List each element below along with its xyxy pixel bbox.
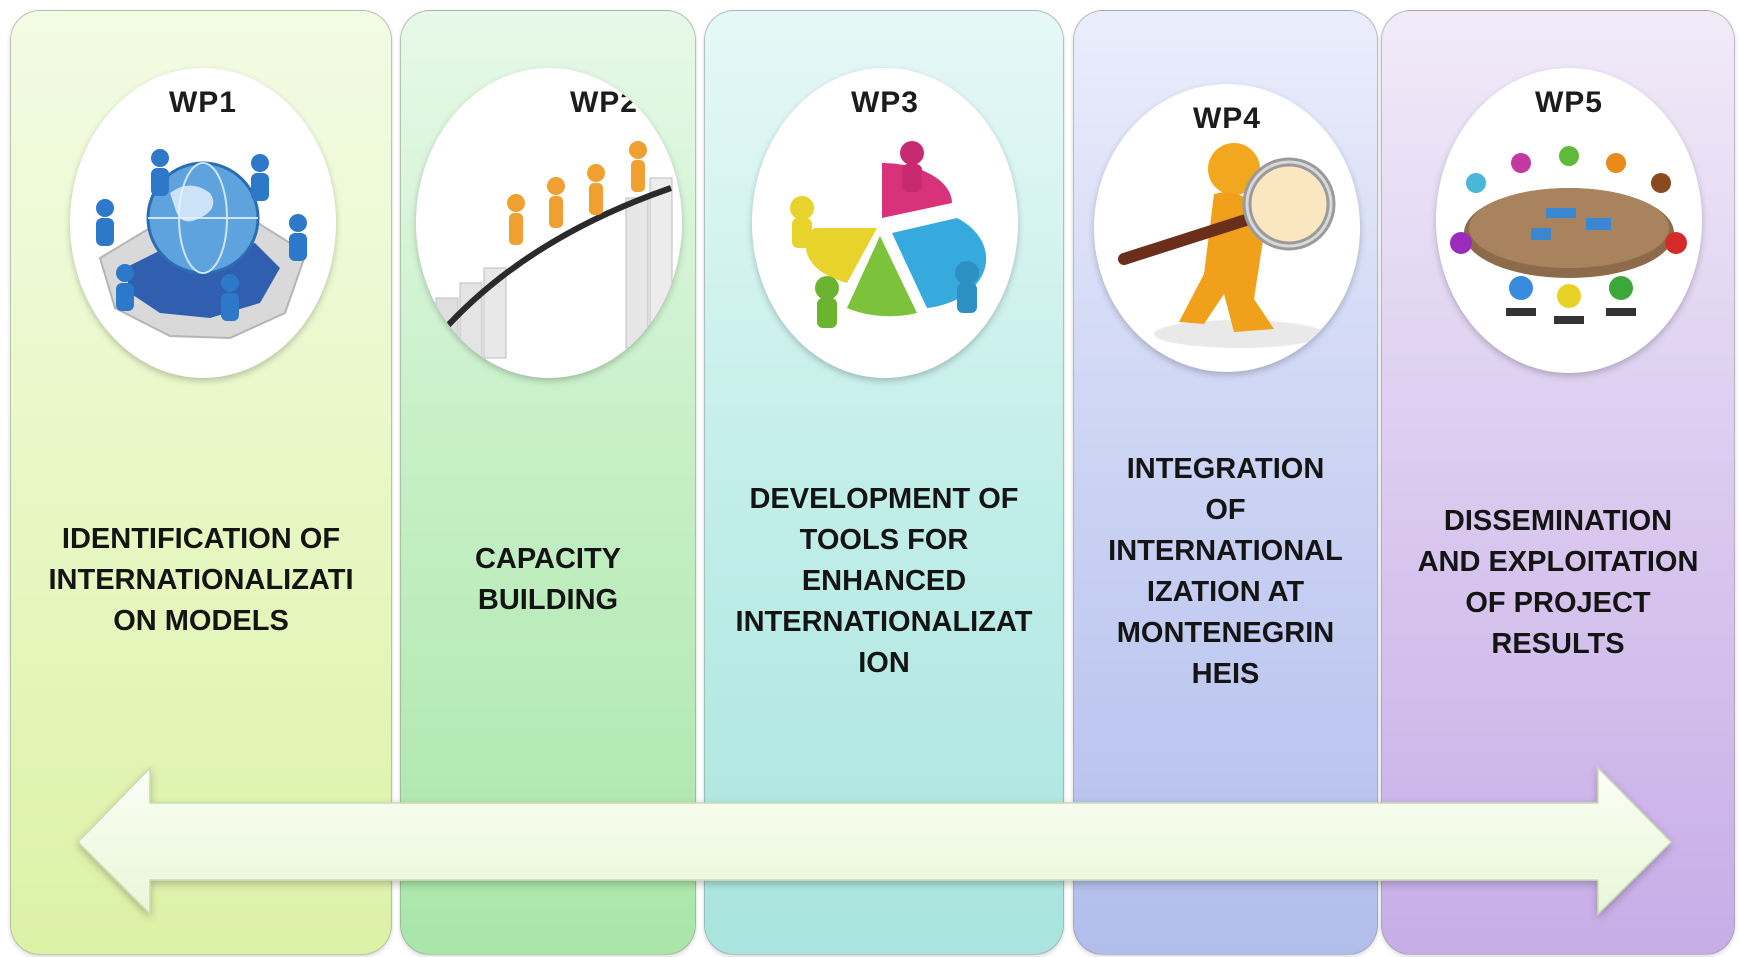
team-pie-chart-icon: [790, 141, 987, 328]
wp1-label: WP1: [168, 86, 237, 119]
wp2-panel: WP2 CAPACITY BUILDING: [400, 10, 696, 955]
wp2-title: CAPACITY BUILDING: [474, 543, 622, 616]
wp3-badge: WP3: [752, 68, 1018, 378]
wp5-panel: WP5: [1381, 10, 1735, 955]
magnifier-figure-icon: [1118, 143, 1336, 348]
wp4-badge: WP4: [1094, 84, 1360, 372]
globe-puzzle-people-icon: [96, 149, 308, 340]
wp5-badge: WP5: [1436, 68, 1702, 373]
wp4-label: WP4: [1192, 102, 1261, 135]
wp3-label: WP3: [850, 86, 919, 119]
wp3-panel: WP3 DEVELOPMENT OF TOOLS FOR ENHANCED IN…: [704, 10, 1064, 955]
wp2-badge: WP2: [416, 68, 682, 378]
wp5-title: DISSEMINATION AND EXPLOITATION OF PROJEC…: [1417, 505, 1699, 660]
wp4-panel: WP4 INTEGRATION OF INTERNATIONAL IZATION…: [1073, 10, 1378, 955]
team-climbing-bridge-icon: [435, 141, 673, 359]
wp4-title: INTEGRATION OF INTERNATIONAL IZATION AT …: [1108, 453, 1343, 690]
wp1-title: IDENTIFICATION OF INTERNATIONALIZATI ON …: [48, 523, 354, 637]
wp5-label: WP5: [1534, 86, 1603, 119]
wp2-label: WP2: [569, 86, 638, 119]
wp1-panel: WP1 IDENTIFICATION OF IN: [10, 10, 392, 955]
arrow-shape: [76, 766, 1673, 916]
wp1-badge: WP1: [70, 68, 336, 378]
wp3-title: DEVELOPMENT OF TOOLS FOR ENHANCED INTERN…: [735, 483, 1033, 679]
round-table-meeting-icon: [1450, 146, 1687, 324]
